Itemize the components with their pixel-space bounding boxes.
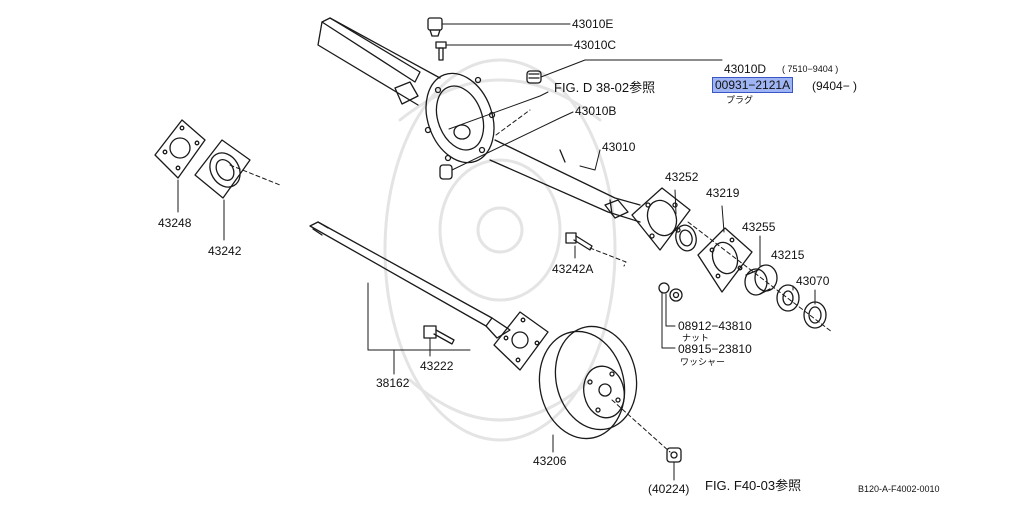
bearing-43215 bbox=[776, 284, 800, 312]
breather-43010C bbox=[435, 41, 447, 61]
callout-43206[interactable]: 43206 bbox=[533, 454, 567, 468]
callout-08912-43810[interactable]: 08912−43810 bbox=[678, 319, 752, 333]
plug-43010B bbox=[439, 164, 453, 180]
gasket-43248 bbox=[154, 119, 206, 179]
figure-code: B120-A-F4002-0010 bbox=[858, 484, 940, 494]
callout-43010D-range: ( 7510−9404 ) bbox=[782, 64, 839, 74]
callout-43222[interactable]: 43222 bbox=[420, 359, 454, 373]
oil-seal-43252 bbox=[675, 224, 697, 252]
callout-00931-2121A[interactable]: 00931−2121A bbox=[712, 77, 794, 93]
callout-43010C[interactable]: 43010C bbox=[574, 38, 617, 52]
callout-43255[interactable]: 43255 bbox=[742, 220, 776, 234]
bolt-43242A bbox=[565, 232, 593, 251]
callout-43010E[interactable]: 43010E bbox=[572, 17, 614, 31]
figure-ref-f40-03[interactable]: FIG. F40-03参照 bbox=[705, 478, 802, 493]
alignment-lines bbox=[229, 109, 833, 453]
callout-08912-note: ナット bbox=[682, 333, 710, 343]
axle-housing-43010 bbox=[317, 17, 641, 223]
callout-43242[interactable]: 43242 bbox=[208, 244, 242, 258]
callout-43248[interactable]: 43248 bbox=[158, 216, 192, 230]
brake-drum-43206 bbox=[538, 325, 638, 440]
axle-shaft-38162 bbox=[309, 221, 549, 371]
callout-40224[interactable]: (40224) bbox=[648, 482, 690, 496]
callout-43219[interactable]: 43219 bbox=[706, 186, 740, 200]
oil-seal-43070 bbox=[803, 301, 827, 329]
hub-nut-40224 bbox=[666, 447, 682, 463]
breather-cap-43010E bbox=[427, 17, 443, 37]
retainer-43242 bbox=[194, 139, 251, 199]
hub-bolt-43222 bbox=[423, 325, 455, 345]
callout-08915-note: ワッシャー bbox=[680, 357, 726, 367]
leader-lines bbox=[177, 23, 816, 481]
callout-00931-note: プラグ bbox=[726, 95, 754, 105]
housing-flange bbox=[631, 187, 691, 251]
callout-43215[interactable]: 43215 bbox=[771, 248, 805, 262]
callout-00931-range: (9404− ) bbox=[812, 79, 858, 93]
callout-43070[interactable]: 43070 bbox=[796, 274, 830, 288]
callout-43010D[interactable]: 43010D bbox=[724, 62, 767, 76]
callout-38162[interactable]: 38162 bbox=[376, 376, 410, 390]
callout-08915-23810[interactable]: 08915−23810 bbox=[678, 342, 752, 356]
figure-ref-d38-02[interactable]: FIG. D 38-02参照 bbox=[554, 80, 656, 95]
callout-43010B[interactable]: 43010B bbox=[575, 104, 617, 118]
nut-08912 bbox=[658, 282, 670, 294]
callout-43252[interactable]: 43252 bbox=[665, 170, 699, 184]
washer-08915 bbox=[669, 288, 683, 302]
retainer-plate-43219 bbox=[697, 227, 753, 293]
callout-43010[interactable]: 43010 bbox=[602, 140, 636, 154]
watermark-emblem bbox=[383, 58, 617, 442]
callout-43242A[interactable]: 43242A bbox=[552, 262, 594, 276]
